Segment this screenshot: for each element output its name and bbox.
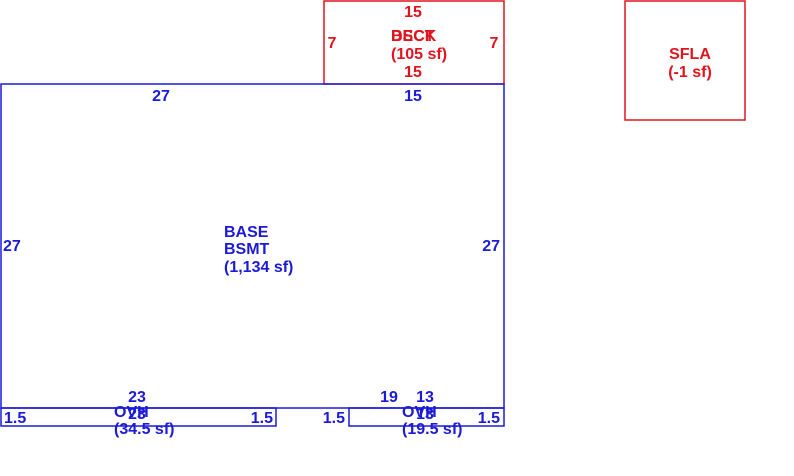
ovh-right-dim-overlap: 13: [416, 406, 434, 423]
ovh-left-dim-right: 1.5: [251, 410, 273, 427]
sfla-outline: [624, 0, 746, 121]
base-dim-bottom-right-b: 13: [416, 389, 434, 406]
base-dim-bottom-left: 23: [128, 389, 146, 406]
ovh-left-area-value: (34.5 sf): [114, 421, 174, 438]
base-area[interactable]: 27 15 27 27 BASE BSMT (1,134 sf) 23 19 1…: [0, 83, 505, 409]
ovh-left-dim-overlap: 23: [128, 406, 146, 423]
deck-name: DECK: [391, 28, 437, 45]
deck-area-value: (105 sf): [391, 46, 447, 63]
base-dim-top-left: 27: [152, 88, 170, 105]
base-dim-left: 27: [3, 238, 21, 255]
ovh-right-name: OVH: [402, 404, 437, 421]
ovh-right-dim-right: 1.5: [478, 410, 500, 427]
base-name: BASE: [224, 224, 269, 241]
base-name-2: BSMT: [224, 241, 270, 258]
ovh-right-area[interactable]: 1.5 1.5 OVH 13 (19.5 sf): [323, 404, 505, 438]
sfla-area[interactable]: SFLA (-1 sf): [624, 0, 746, 121]
base-dim-bottom-right-a: 19: [380, 389, 398, 406]
deck-dim-right: 7: [490, 35, 499, 52]
ovh-right-area-value: (19.5 sf): [402, 421, 462, 438]
sfla-name: SFLA: [669, 46, 711, 63]
ovh-right-dim-left: 1.5: [323, 410, 345, 427]
ovh-left-name: OVH: [114, 404, 149, 421]
base-dim-right: 27: [482, 238, 500, 255]
sfla-area-value: (-1 sf): [668, 64, 712, 81]
ovh-left-outline: [0, 407, 277, 427]
base-area-value: (1,134 sf): [224, 259, 293, 276]
deck-dim-bottom: 15: [404, 64, 422, 81]
ovh-left-dim-left: 1.5: [4, 410, 26, 427]
deck-dim-top: 15: [404, 4, 422, 21]
deck-dim-left: 7: [328, 35, 337, 52]
ovh-left-area[interactable]: 1.5 1.5 OVH 23 (34.5 sf): [0, 404, 277, 438]
ovh-right-outline: [348, 407, 505, 427]
base-dim-top-right: 15: [404, 88, 422, 105]
deck-area[interactable]: 15 7 7 DECK BSCT (105 sf) 15: [323, 0, 505, 85]
deck-code: BSCT: [391, 28, 435, 45]
